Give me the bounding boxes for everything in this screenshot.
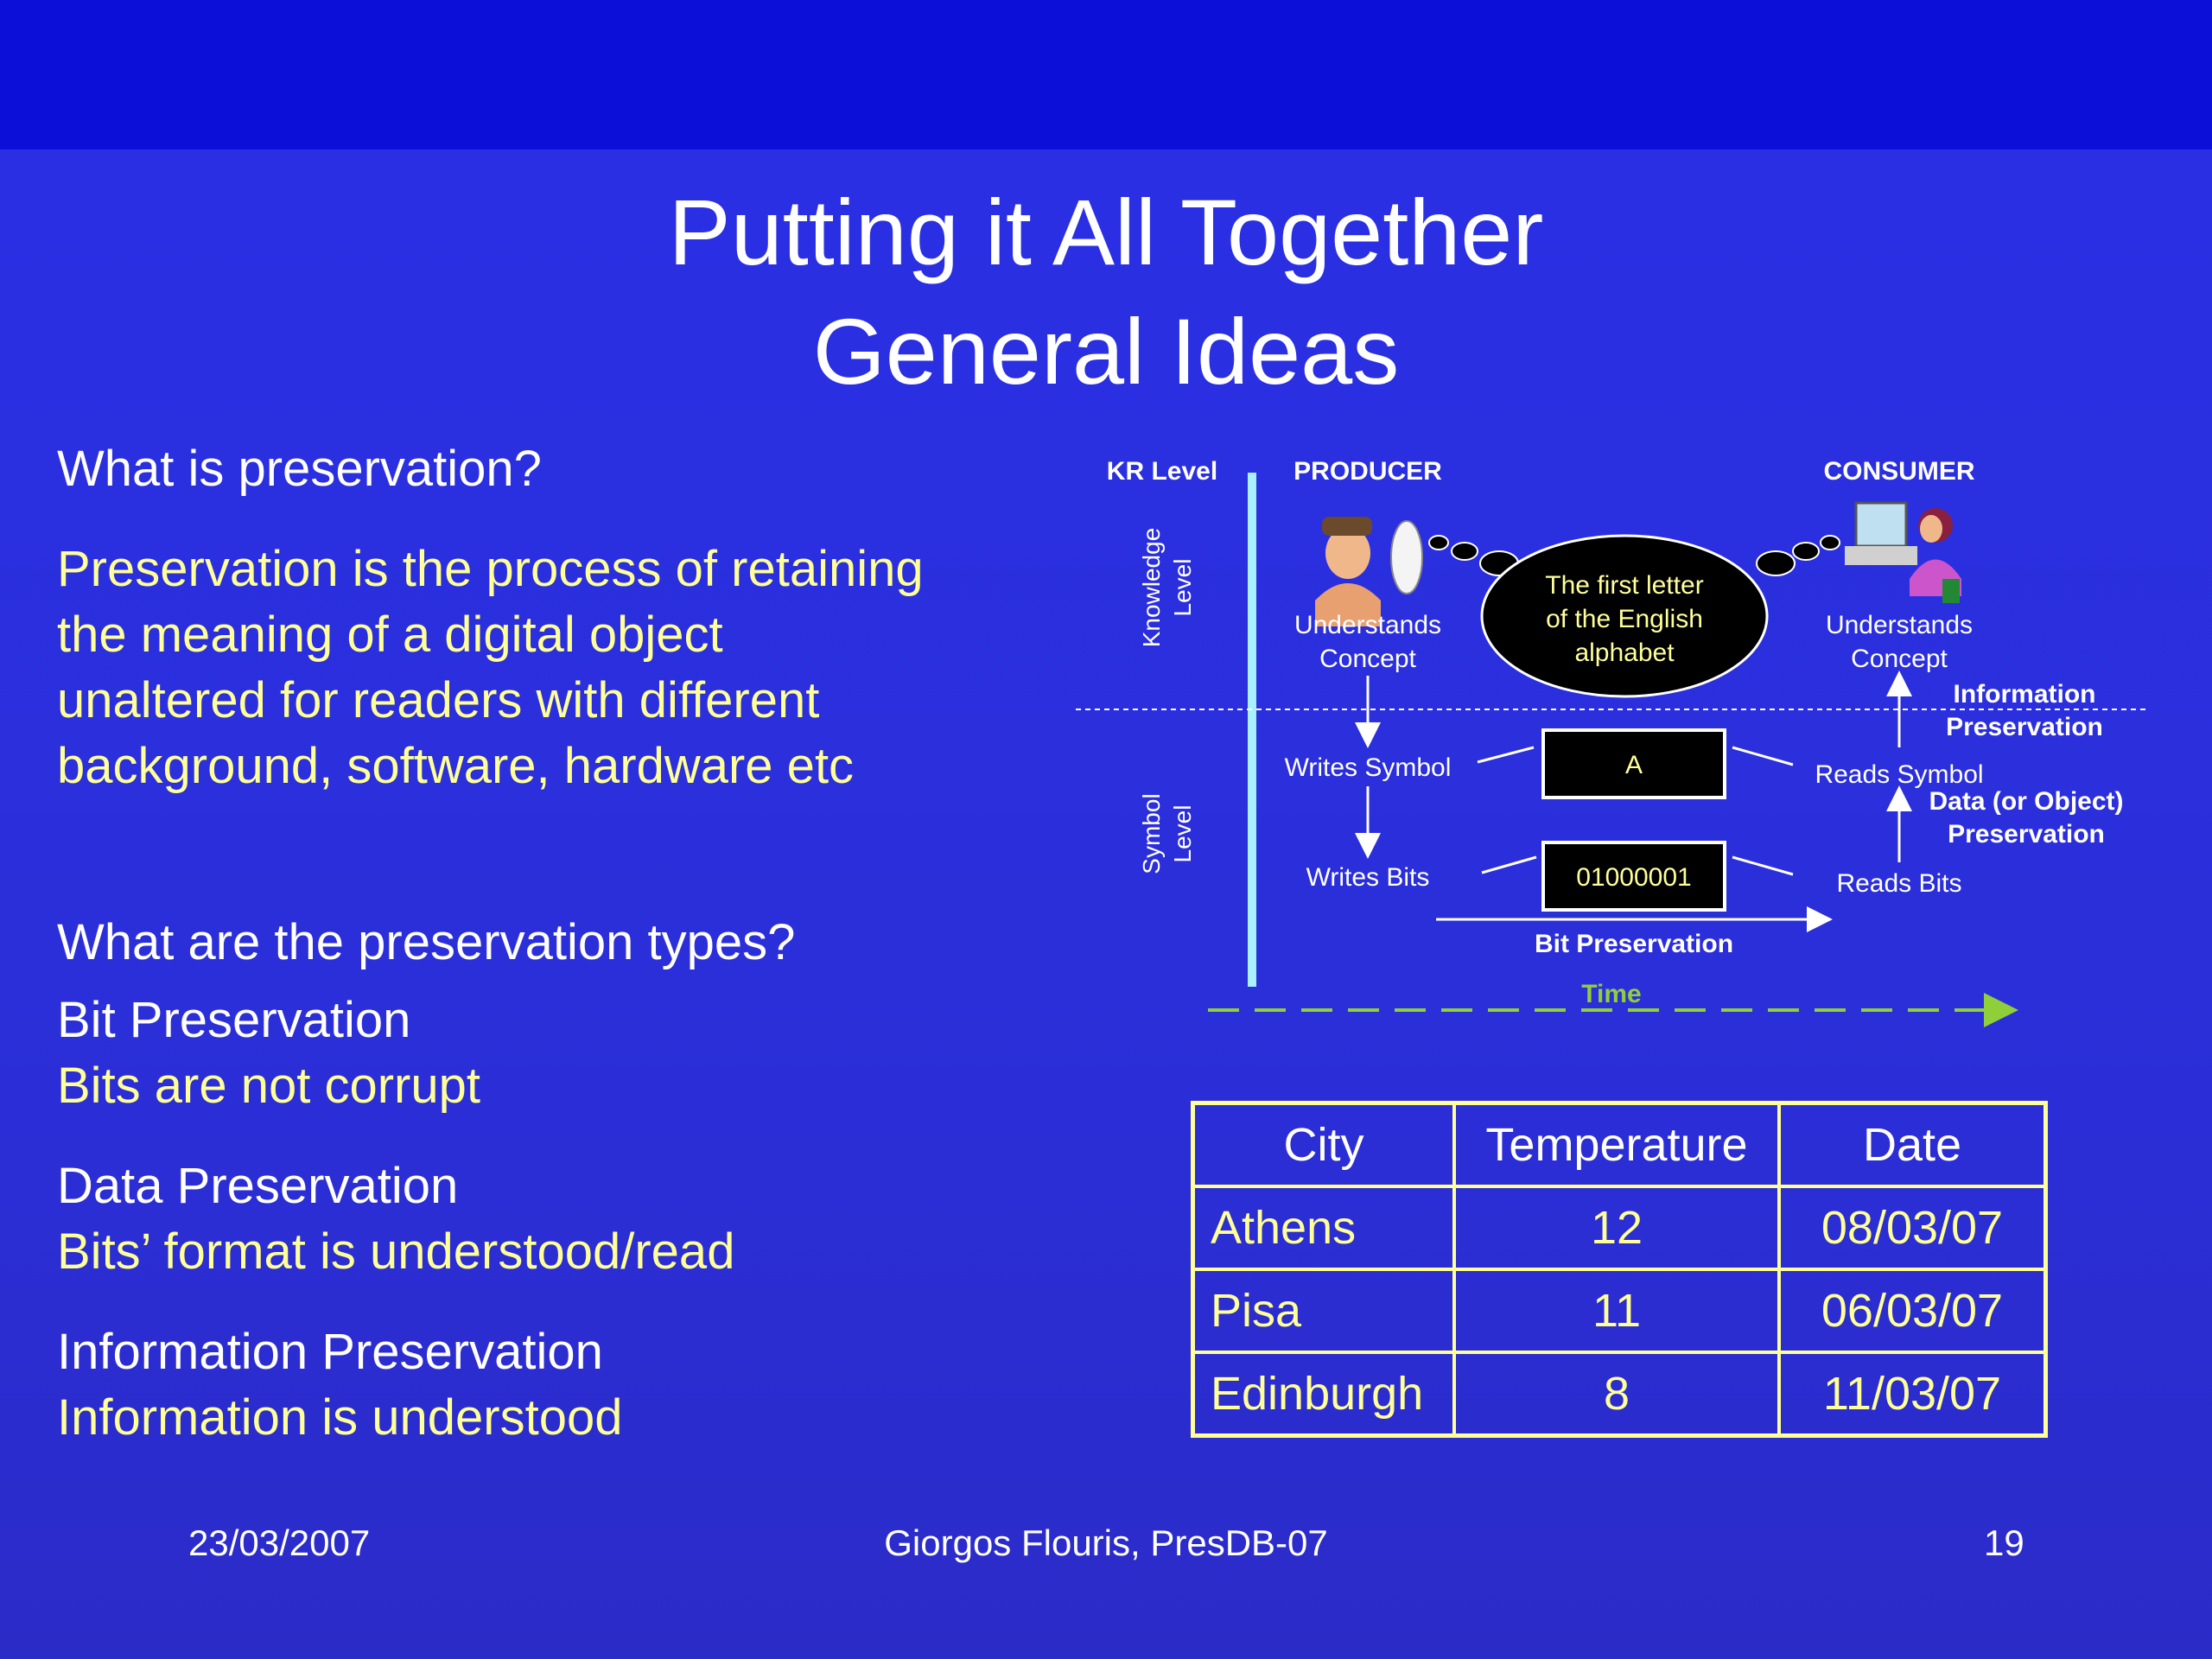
type-information-preservation-desc: Information is understood bbox=[57, 1389, 623, 1446]
column-header-temperature: Temperature bbox=[1452, 1101, 1781, 1188]
consumer-person-icon bbox=[1845, 501, 1961, 603]
symbol-box-text: A bbox=[1625, 751, 1643, 779]
left-text-column: What is preservation? Preservation is th… bbox=[57, 436, 1051, 1451]
table-cell: 8 bbox=[1452, 1351, 1781, 1438]
information-preservation-line: Preservation bbox=[1946, 713, 2103, 741]
type-bit-preservation: Bit Preservation bbox=[57, 992, 411, 1048]
data-preservation-line: Data (or Object) bbox=[1929, 787, 2123, 816]
symbol-level-line: Level bbox=[1169, 805, 1196, 863]
writes-bits-label: Writes Bits bbox=[1306, 863, 1430, 892]
thought-cloud: The first letter of the English alphabet bbox=[1428, 534, 1840, 698]
type-data-preservation: Data Preservation bbox=[57, 1158, 459, 1214]
symbol-box bbox=[1541, 728, 1726, 799]
top-band bbox=[0, 0, 2212, 149]
writes-symbol-label: Writes Symbol bbox=[1285, 753, 1452, 782]
table-row: Edinburgh 8 11/03/07 bbox=[1191, 1351, 2048, 1438]
table-cell: Edinburgh bbox=[1191, 1351, 1456, 1438]
definition-line: background, software, hardware etc bbox=[57, 738, 855, 794]
definition-line: unaltered for readers with different bbox=[57, 672, 820, 728]
producer-understands-line: Understands bbox=[1294, 611, 1441, 639]
kr-level-label: KR Level bbox=[1107, 457, 1217, 486]
type-data-preservation-desc: Bits’ format is understood/read bbox=[57, 1224, 735, 1280]
data-preservation-line: Preservation bbox=[1948, 820, 2105, 849]
level-axis bbox=[1248, 473, 1256, 987]
table-cell: 12 bbox=[1452, 1185, 1781, 1271]
table-row: Pisa 11 06/03/07 bbox=[1191, 1268, 2048, 1354]
table-cell: 11 bbox=[1452, 1268, 1781, 1354]
bits-box-text: 01000001 bbox=[1576, 863, 1691, 892]
information-preservation-line: Information bbox=[1954, 680, 2096, 709]
cloud-text-line: of the English bbox=[1546, 605, 1703, 633]
cloud-text-line: The first letter bbox=[1545, 571, 1703, 600]
knowledge-level-line: Level bbox=[1169, 559, 1196, 617]
knowledge-level-line: Knowledge bbox=[1138, 528, 1165, 648]
producer-understands-line: Concept bbox=[1319, 645, 1416, 673]
footer-date: 23/03/2007 bbox=[188, 1522, 371, 1563]
table-header-row: City Temperature Date bbox=[1191, 1101, 2048, 1188]
title-line-2: General Ideas bbox=[812, 299, 1400, 404]
column-header-date: Date bbox=[1777, 1101, 2048, 1188]
preservation-diagram: KR Level PRODUCER CONSUMER Knowledge Lev… bbox=[1063, 449, 2160, 1037]
table-cell: 11/03/07 bbox=[1777, 1351, 2048, 1438]
city-temperature-table: City Temperature Date Athens 12 08/03/07… bbox=[1191, 1101, 2048, 1438]
consumer-label: CONSUMER bbox=[1823, 457, 1974, 486]
symbol-level-line: Symbol bbox=[1138, 793, 1165, 874]
time-label: Time bbox=[1581, 980, 1641, 1008]
question-what-is-preservation: What is preservation? bbox=[57, 441, 542, 497]
table-cell: 08/03/07 bbox=[1777, 1185, 2048, 1271]
footer-author: Giorgos Flouris, PresDB-07 bbox=[884, 1522, 1328, 1563]
bit-preservation-label: Bit Preservation bbox=[1535, 930, 1733, 958]
consumer-understands-line: Concept bbox=[1851, 645, 1948, 673]
producer-person-icon bbox=[1315, 517, 1423, 626]
slide-number: 19 bbox=[1984, 1522, 2024, 1563]
consumer-understands-line: Understands bbox=[1826, 611, 1973, 639]
producer-label: PRODUCER bbox=[1294, 457, 1442, 486]
reads-bits-label: Reads Bits bbox=[1836, 869, 1961, 898]
table-cell: 06/03/07 bbox=[1777, 1268, 2048, 1354]
reads-symbol-label: Reads Symbol bbox=[1815, 760, 1983, 789]
cloud-text-line: alphabet bbox=[1574, 639, 1675, 667]
column-header-city: City bbox=[1191, 1101, 1456, 1188]
table-cell: Athens bbox=[1191, 1185, 1456, 1271]
definition-line: Preservation is the process of retaining bbox=[57, 541, 924, 597]
title-line-1: Putting it All Together bbox=[668, 180, 1544, 284]
table-row: Athens 12 08/03/07 bbox=[1191, 1185, 2048, 1271]
table-cell: Pisa bbox=[1191, 1268, 1456, 1354]
type-information-preservation: Information Preservation bbox=[57, 1324, 603, 1380]
slide-title: Putting it All Together General Ideas bbox=[0, 173, 2212, 411]
question-preservation-types: What are the preservation types? bbox=[57, 914, 796, 970]
definition-line: the meaning of a digital object bbox=[57, 607, 723, 663]
bits-box bbox=[1541, 841, 1726, 912]
type-bit-preservation-desc: Bits are not corrupt bbox=[57, 1058, 480, 1114]
